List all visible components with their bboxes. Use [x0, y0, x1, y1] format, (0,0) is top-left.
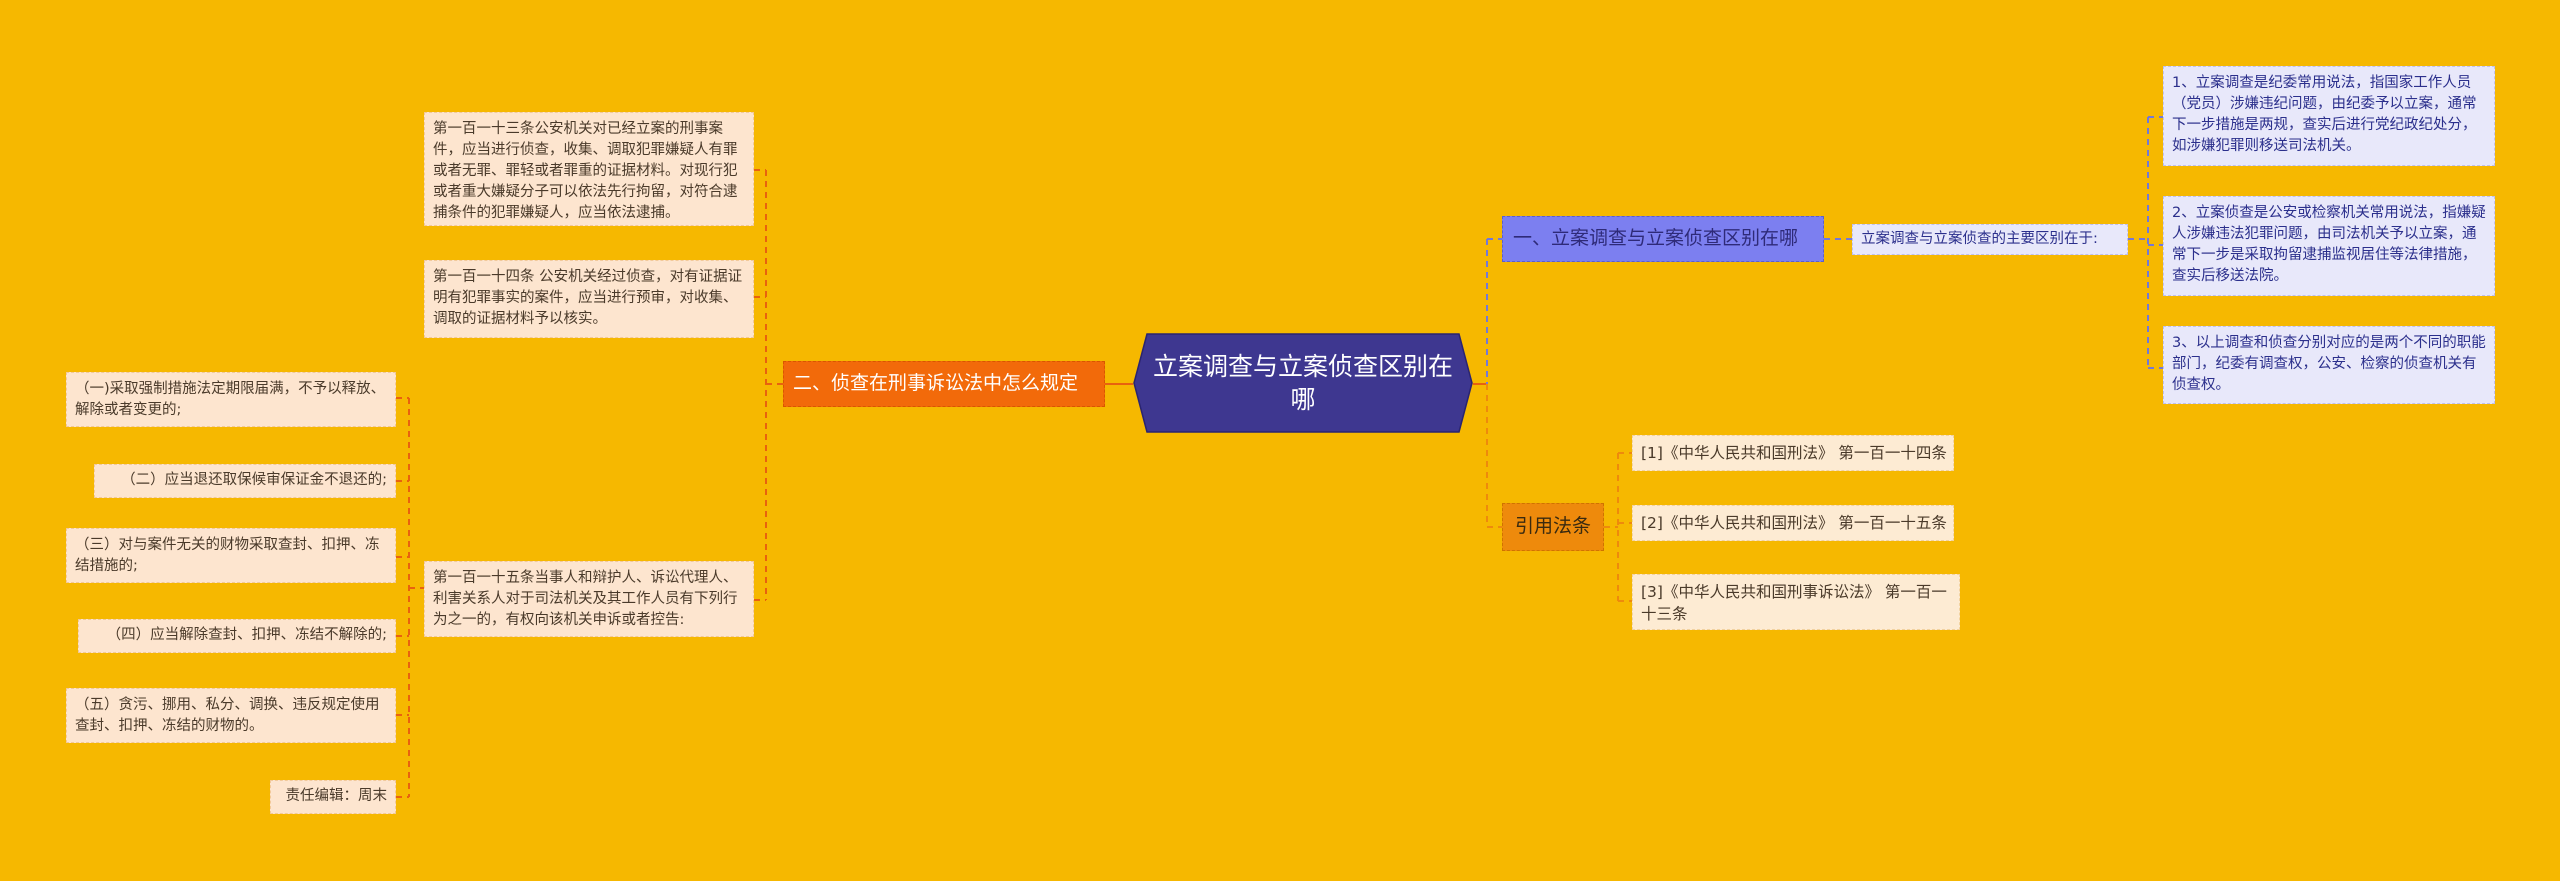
b1-point-1-text: 1、立案调查是纪委常用说法，指国家工作人员（党员）涉嫌违纪问题，由纪委予以立案，…: [2172, 75, 2477, 154]
branch-1-topic[interactable]: 一、立案调查与立案侦查区别在哪: [1502, 216, 1824, 262]
b2-item-3[interactable]: （三）对与案件无关的财物采取查封、扣押、冻结措施的;: [66, 528, 396, 583]
branch-1-label: 一、立案调查与立案侦查区别在哪: [1513, 227, 1799, 249]
b2-article-114-text: 第一百一十四条 公安机关经过侦查，对有证据证明有犯罪事实的案件，应当进行预审，对…: [433, 269, 743, 327]
b2-article-115[interactable]: 第一百一十五条当事人和辩护人、诉讼代理人、利害关系人对于司法机关及其工作人员有下…: [424, 561, 754, 637]
branch-1-subtopic[interactable]: 立案调查与立案侦查的主要区别在于:: [1852, 224, 2128, 255]
branch-2-label: 二、侦查在刑事诉讼法中怎么规定: [793, 372, 1079, 394]
b2-item-2[interactable]: （二）应当退还取保候审保证金不退还的;: [94, 464, 396, 498]
b2-item-1[interactable]: （一)采取强制措施法定期限届满，不予以释放、解除或者变更的;: [66, 372, 396, 427]
branch-3-label: 引用法条: [1514, 515, 1591, 537]
branch-3-topic[interactable]: 引用法条: [1502, 503, 1604, 551]
b2-article-113[interactable]: 第一百一十三条公安机关对已经立案的刑事案件，应当进行侦查，收集、调取犯罪嫌疑人有…: [424, 112, 754, 226]
b1-point-1[interactable]: 1、立案调查是纪委常用说法，指国家工作人员（党员）涉嫌违纪问题，由纪委予以立案，…: [2163, 66, 2495, 166]
b3-ref-3[interactable]: [3]《中华人民共和国刑事诉讼法》 第一百一十三条: [1632, 574, 1960, 630]
b3-ref-2-text: [2]《中华人民共和国刑法》 第一百一十五条: [1641, 514, 1947, 532]
b2-item-3-text: （三）对与案件无关的财物采取查封、扣押、冻结措施的;: [75, 537, 380, 574]
b1-point-2[interactable]: 2、立案侦查是公安或检察机关常用说法，指嫌疑人涉嫌违法犯罪问题，由司法机关予以立…: [2163, 196, 2495, 296]
b2-editor-note[interactable]: 责任编辑：周末: [270, 780, 396, 814]
b2-item-5[interactable]: （五）贪污、挪用、私分、调换、违反规定使用查封、扣押、冻结的财物的。: [66, 688, 396, 743]
b2-item-4[interactable]: （四）应当解除查封、扣押、冻结不解除的;: [78, 619, 396, 653]
b3-ref-3-text: [3]《中华人民共和国刑事诉讼法》 第一百一十三条: [1641, 583, 1947, 623]
b2-article-113-text: 第一百一十三条公安机关对已经立案的刑事案件，应当进行侦查，收集、调取犯罪嫌疑人有…: [433, 121, 738, 221]
root-shape: [1133, 333, 1473, 433]
b2-editor-note-text: 责任编辑：周末: [285, 788, 388, 804]
b1-point-3[interactable]: 3、以上调查和侦查分别对应的是两个不同的职能部门，纪委有调查权，公安、检察的侦查…: [2163, 326, 2495, 404]
b3-ref-1-text: [1]《中华人民共和国刑法》 第一百一十四条: [1641, 444, 1947, 462]
b3-ref-1[interactable]: [1]《中华人民共和国刑法》 第一百一十四条: [1632, 435, 1954, 471]
b2-article-114[interactable]: 第一百一十四条 公安机关经过侦查，对有证据证明有犯罪事实的案件，应当进行预审，对…: [424, 260, 754, 338]
branch-2-topic[interactable]: 二、侦查在刑事诉讼法中怎么规定: [783, 361, 1105, 407]
root-topic[interactable]: 立案调查与立案侦查区别在哪: [1133, 333, 1473, 433]
b2-article-115-text: 第一百一十五条当事人和辩护人、诉讼代理人、利害关系人对于司法机关及其工作人员有下…: [433, 570, 738, 628]
b2-item-4-text: （四）应当解除查封、扣押、冻结不解除的;: [106, 627, 387, 643]
b3-ref-2[interactable]: [2]《中华人民共和国刑法》 第一百一十五条: [1632, 505, 1954, 541]
root-title: 立案调查与立案侦查区别在哪: [1153, 352, 1454, 414]
branch-1-subtopic-text: 立案调查与立案侦查的主要区别在于:: [1861, 231, 2098, 247]
b2-item-1-text: （一)采取强制措施法定期限届满，不予以释放、解除或者变更的;: [75, 381, 386, 418]
b2-item-2-text: （二）应当退还取保候审保证金不退还的;: [121, 472, 387, 488]
b1-point-3-text: 3、以上调查和侦查分别对应的是两个不同的职能部门，纪委有调查权，公安、检察的侦查…: [2172, 335, 2486, 393]
b2-item-5-text: （五）贪污、挪用、私分、调换、违反规定使用查封、扣押、冻结的财物的。: [75, 697, 380, 734]
b1-point-2-text: 2、立案侦查是公安或检察机关常用说法，指嫌疑人涉嫌违法犯罪问题，由司法机关予以立…: [2172, 205, 2486, 284]
